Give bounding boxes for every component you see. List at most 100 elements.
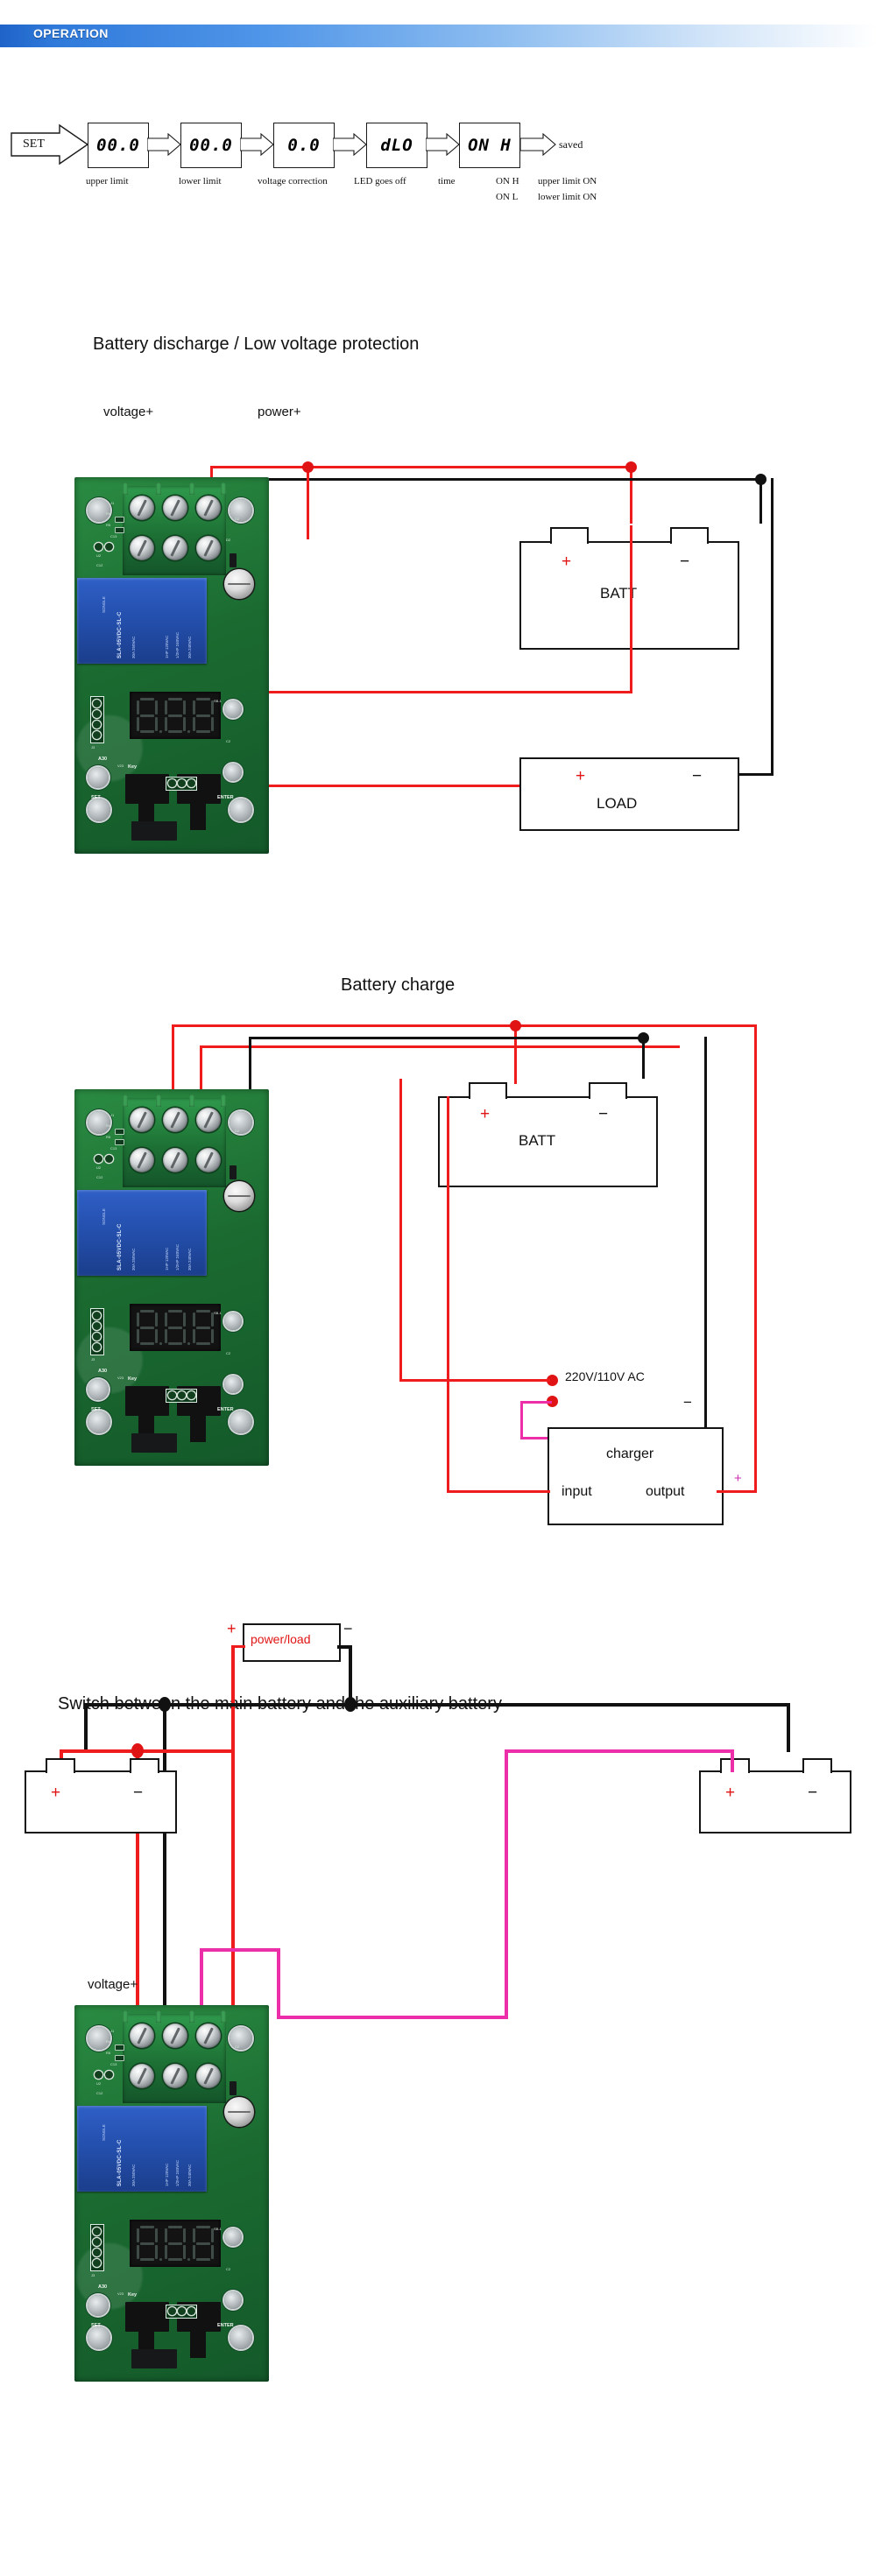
flow-set-label: SET: [23, 137, 45, 151]
flow-step-2-box: 0.0: [273, 123, 335, 168]
terminal-screw-1: [163, 496, 187, 520]
battery-right-plus: +: [725, 1784, 736, 1802]
voltage-plus-label-0: voltage+: [103, 405, 154, 419]
batt-terminal-pos-0: [550, 527, 589, 544]
power-load-label: power/load: [251, 1632, 311, 1646]
batt-terminal-neg-0: [670, 527, 709, 544]
flow-step-1-display: 00.0: [189, 136, 233, 155]
flow-arrow-1: [240, 133, 274, 156]
wire-black-0c: [759, 478, 762, 524]
charger-input-label-1: input: [562, 1484, 592, 1499]
mount-hole-2: [88, 799, 110, 821]
charger-label-1: charger: [606, 1446, 654, 1461]
flow-arrow-2: [333, 133, 367, 156]
wire-black-0b: [261, 478, 762, 481]
flow-extra-caption-3: lower limit ON: [538, 192, 597, 202]
batt-plus-0: +: [562, 553, 572, 571]
flow-saved-label: saved: [559, 138, 583, 151]
wire-black-1b: [249, 1037, 645, 1039]
battery-right-box: [699, 1770, 851, 1833]
flow-step-0-display: 00.0: [96, 136, 140, 155]
ac-dot-bottom: [547, 1396, 558, 1407]
wire-red-1d: [200, 1045, 680, 1048]
wire-red-chg-in2: [447, 1096, 449, 1492]
wire-red-1a: [172, 1024, 715, 1027]
load-box-0: [519, 757, 739, 831]
flow-step-3-caption: LED goes off: [354, 176, 406, 187]
batt-minus-1: −: [598, 1105, 609, 1123]
wire-red-mid0b: [201, 691, 632, 693]
wire-magenta-2e: [277, 1948, 280, 2018]
wire-red-chg-out2: [754, 1024, 757, 1493]
charger-output-label-1: output: [646, 1484, 685, 1499]
wire-black-2d: [787, 1703, 790, 1752]
wire-magenta-2c: [731, 1749, 734, 1772]
batt-plus-1: +: [480, 1105, 491, 1123]
wire-red-chg-out3: [711, 1024, 757, 1027]
junction-dot-2c: [131, 1743, 144, 1758]
power-load-plus: +: [227, 1620, 237, 1637]
junction-dot-1a: [510, 1020, 521, 1031]
batt-box-1: [438, 1096, 658, 1187]
wire-magenta-2a: [505, 1749, 734, 1753]
trimpot: [88, 767, 109, 788]
wire-red-v0c: [630, 466, 632, 524]
wire-magenta-2g: [200, 1948, 203, 2022]
junction-dot-batt0: [625, 461, 637, 473]
wire-magenta-2b: [505, 1749, 508, 2019]
junction-dot-2a: [159, 1697, 171, 1712]
wire-red-ac1: [399, 1379, 550, 1382]
battery-right-term-neg: [802, 1758, 832, 1773]
voltage-plus-label-2: voltage+: [88, 1977, 138, 1992]
electrolytic-capacitor: [224, 569, 254, 599]
junction-dot-1b: [638, 1032, 649, 1044]
wire-red-2e: [136, 1749, 139, 2026]
set-button-1[interactable]: [125, 1386, 169, 1416]
wire-red-chg-in: [447, 1490, 550, 1493]
wire-black-bus: [84, 1703, 790, 1707]
battery-left-box: [25, 1770, 177, 1833]
mount-hole-0: [88, 499, 110, 522]
battery-left-term-pos: [46, 1758, 75, 1773]
wire-red-ac2: [399, 1079, 402, 1382]
flow-arrow-3: [426, 133, 460, 156]
flow-step-4-box: ON H: [459, 123, 520, 168]
section-0-title: Battery discharge / Low voltage protecti…: [93, 334, 420, 354]
charger-plus-1: +: [734, 1471, 742, 1486]
ac-label-1: 220V/110V AC: [565, 1369, 645, 1383]
batt-minus-0: −: [680, 553, 690, 571]
flow-extra-caption-2: upper limit ON: [538, 176, 597, 187]
charger-minus-1: −: [683, 1394, 692, 1411]
wire-red-1e: [514, 1024, 517, 1084]
wire-magenta-1c: [520, 1437, 557, 1439]
terminal-screw-3: [130, 536, 154, 560]
load-plus-0: +: [576, 767, 586, 785]
relay-songle: SLA-05VDC-SL-C 30A 250VAC 1HP 120VAC 1/2…: [77, 578, 207, 664]
wire-black-2e: [163, 1703, 166, 2027]
flow-step-0-box: 00.0: [88, 123, 149, 168]
junction-dot-power0: [302, 461, 314, 473]
set-button[interactable]: [125, 774, 169, 804]
terminal-screw-2: [196, 496, 221, 520]
wire-red-load0b: [180, 785, 519, 787]
wire-magenta-2f: [200, 1948, 280, 1952]
terminal-screw-0: [130, 496, 154, 520]
seven-segment-display: [130, 692, 221, 739]
flow-step-4-caption: time: [438, 176, 456, 187]
batt-terminal-pos-1: [469, 1082, 507, 1099]
wire-black-2c: [84, 1703, 88, 1752]
flow-step-4-display: ON H: [468, 136, 512, 155]
flow-extra-caption-1: ON L: [496, 192, 519, 202]
wire-magenta-2d: [277, 2016, 508, 2019]
wire-black-0d: [771, 478, 774, 776]
batt-box-0: [519, 541, 739, 650]
load-minus-0: −: [692, 767, 703, 785]
set-button-2[interactable]: [125, 2302, 169, 2332]
wire-red-mid0c: [630, 525, 632, 693]
wire-magenta-1a: [520, 1401, 552, 1404]
flow-extra-caption-0: ON H: [496, 176, 519, 187]
terminal-screw-5: [196, 536, 221, 560]
batt-label-0: BATT: [600, 585, 638, 602]
flow-step-2-display: 0.0: [287, 136, 321, 155]
wire-red-1b: [172, 1024, 174, 1093]
